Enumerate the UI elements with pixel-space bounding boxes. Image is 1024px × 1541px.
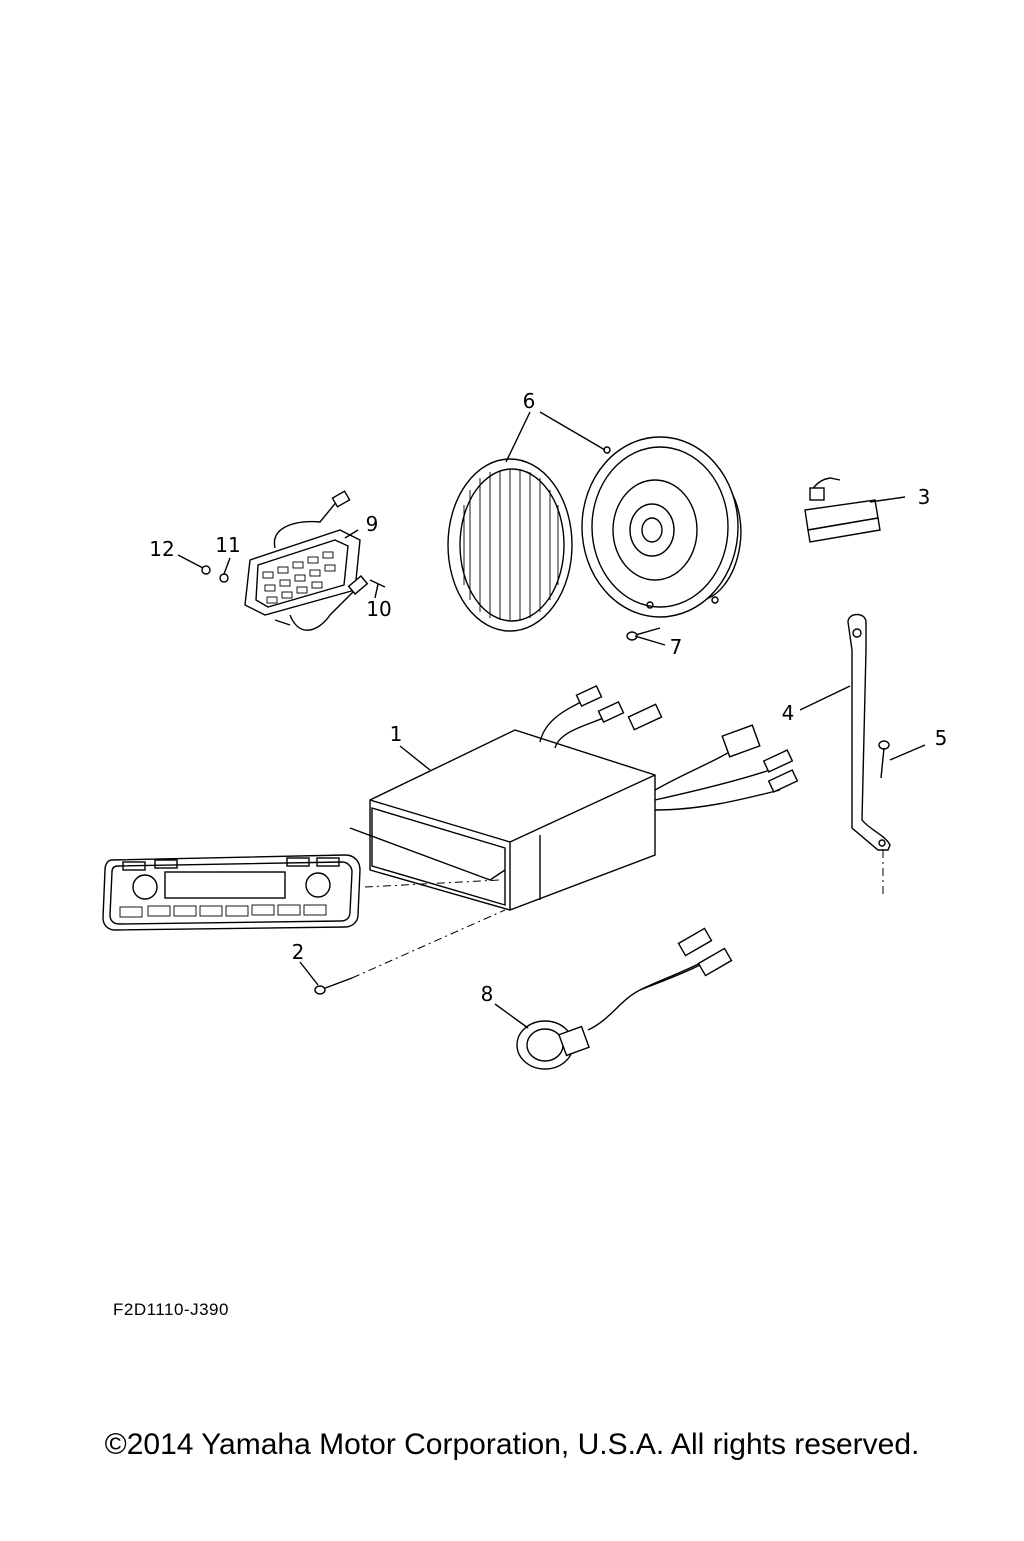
callout-1: 1 (389, 722, 403, 746)
remote-controller (201, 490, 386, 631)
callout-6: 6 (522, 389, 536, 413)
speaker (581, 436, 742, 618)
callout-12: 12 (149, 537, 175, 561)
callout-8: 8 (480, 982, 494, 1006)
callout-11: 11 (215, 533, 241, 557)
screw-5 (878, 740, 890, 779)
callout-4: 4 (781, 701, 795, 725)
diagram-code: F2D1110-J390 (113, 1300, 229, 1319)
speaker-grille (447, 458, 573, 632)
callout-10: 10 (366, 597, 392, 621)
callout-3: 3 (917, 485, 931, 509)
screw-2 (314, 977, 353, 995)
stay-bracket (847, 613, 891, 851)
leader-lines (177, 411, 926, 1029)
head-unit (349, 684, 799, 911)
fuse-holder (804, 477, 881, 543)
callout-9: 9 (365, 512, 379, 536)
aux-input-jack (516, 927, 733, 1070)
callout-5: 5 (934, 726, 948, 750)
copyright-notice: ©2014 Yamaha Motor Corporation, U.S.A. A… (104, 1428, 920, 1461)
face-plate (102, 854, 361, 931)
callout-2: 2 (291, 940, 305, 964)
callout-7: 7 (669, 635, 683, 659)
